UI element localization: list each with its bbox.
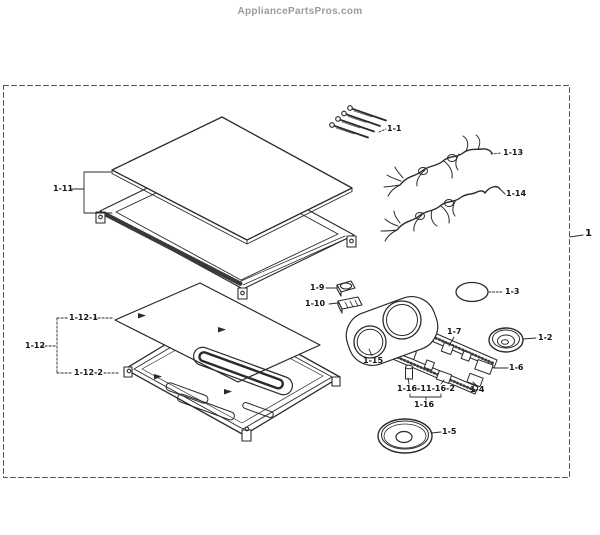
- part-label-1-12-2: 1-12-2: [74, 368, 103, 377]
- rail-components: [403, 342, 494, 388]
- part-label-1-12-1: 1-12-1: [69, 313, 98, 322]
- part-label-1-4: 1-4: [470, 385, 485, 394]
- radiant-burner-small: [488, 327, 524, 353]
- radiant-burner-round: [377, 418, 433, 454]
- part-label-1-5: 1-5: [442, 427, 457, 436]
- wire-harness-upper: [383, 134, 493, 197]
- part-label-1: 1: [585, 228, 592, 239]
- part-label-1-7: 1-7: [447, 327, 462, 336]
- bracket-1-16-2: [435, 370, 453, 384]
- part-label-1-16: 1-16: [414, 400, 435, 409]
- part-label-1-11: 1-11: [53, 184, 74, 193]
- leader-lines: [40, 128, 584, 434]
- part-label-1-16-2: 1-16-2: [426, 384, 455, 393]
- diagram-dashed-border: [3, 85, 570, 478]
- part-label-1-16-1: 1-16-1: [397, 384, 426, 393]
- cooktop-glass: [111, 116, 353, 245]
- site-watermark: AppliancePartsPros.com: [237, 6, 363, 17]
- dual-burner-unit: [345, 296, 439, 366]
- insulation-sheet: [114, 282, 321, 396]
- thermostat-part: [336, 280, 356, 297]
- part-label-1-14: 1-14: [506, 189, 527, 198]
- screw-set: [329, 105, 387, 139]
- part-label-1-3: 1-3: [505, 287, 520, 296]
- wire-harness-lower: [380, 185, 501, 242]
- part-label-1-15: 1-15: [363, 356, 384, 365]
- connector-part: [337, 296, 363, 314]
- gasket-ring: [455, 281, 489, 303]
- bracket-1-6: [474, 359, 494, 375]
- spacer-1-16-1: [405, 364, 413, 380]
- bracket-1-4: [466, 372, 484, 388]
- part-label-1-12: 1-12: [25, 341, 46, 350]
- part-label-1-13: 1-13: [503, 148, 524, 157]
- part-label-1-2: 1-2: [538, 333, 553, 342]
- part-label-1-9: 1-9: [310, 283, 325, 292]
- part-label-1-6: 1-6: [509, 363, 524, 372]
- part-label-1-10: 1-10: [305, 299, 326, 308]
- part-label-1-1: 1-1: [387, 124, 402, 133]
